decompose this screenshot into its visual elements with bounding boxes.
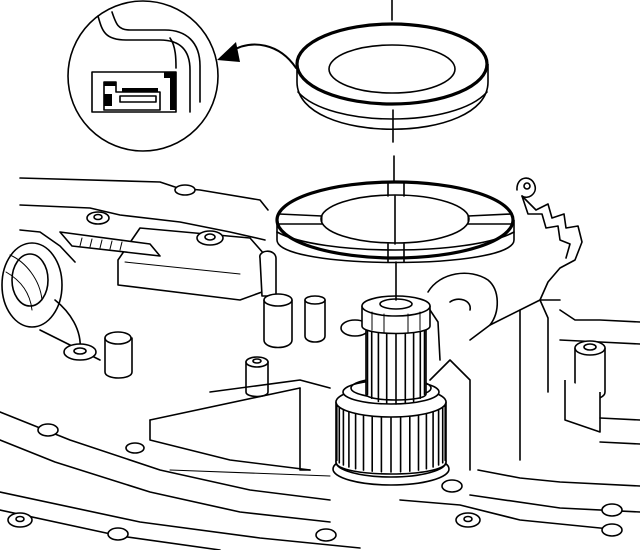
- gear-teeth: [335, 405, 447, 473]
- transmission-case-housing: [0, 177, 640, 550]
- vertical-alignment-axis: [391, 0, 397, 301]
- curved-callout-arrow: [217, 42, 297, 69]
- detail-callout-circle: [67, 0, 219, 152]
- shaft-splines: [366, 320, 426, 405]
- splined-input-shaft: [361, 295, 441, 405]
- retaining-clip: [516, 177, 583, 301]
- upper-thrust-washer: [295, 22, 489, 131]
- washer-cross-section: [91, 11, 201, 113]
